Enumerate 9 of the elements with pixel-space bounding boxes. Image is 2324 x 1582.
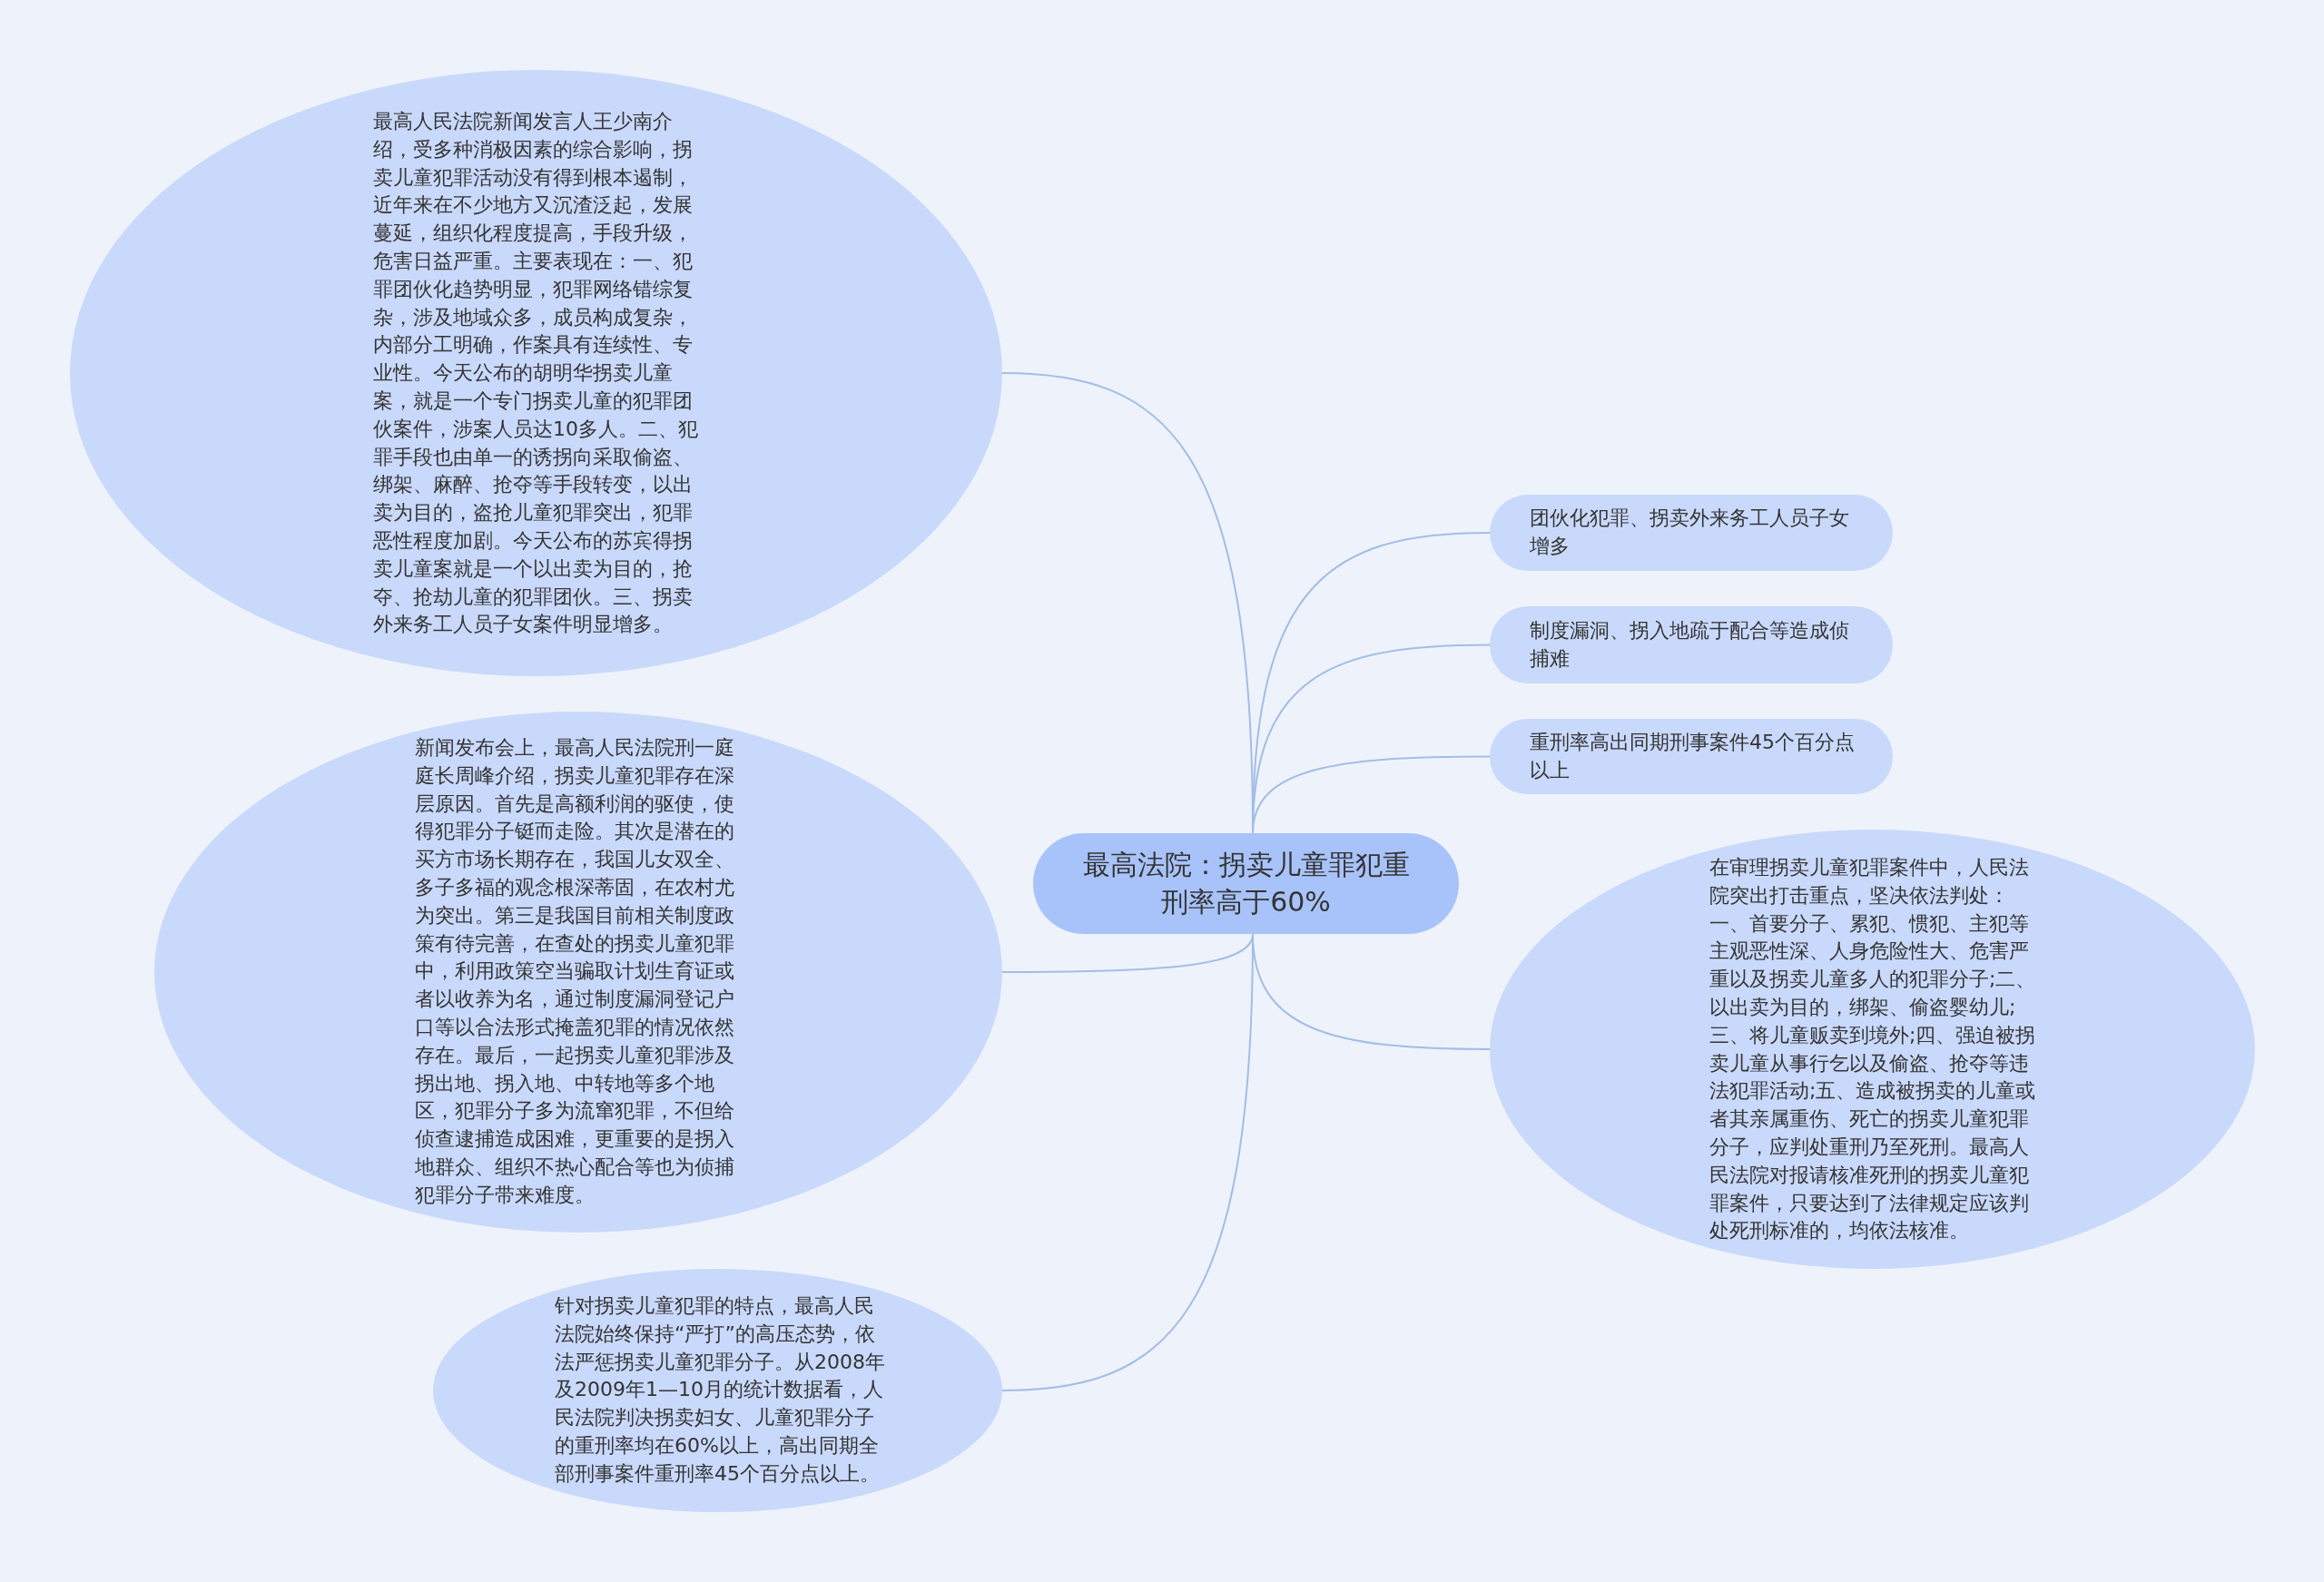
- ellipse-bubble: 在审理拐卖儿童犯罪案件中，人民法院突出打击重点，坚决依法判处：一、首要分子、累犯、惯犯、主犯等主观恶性深、人身危险性大、危害严重以及拐卖儿童多人的犯罪分子;二、以出卖为目的，绑架、偷盗婴幼儿;三、将儿童贩卖到境外;四、强迫被拐卖儿童从事行乞以及偷盗、抢夺等违法犯罪活动;五、造成被拐卖的儿童或者其亲属重伤、死亡的拐卖儿童犯罪分子，应判处重刑乃至死刑。最高人民法院对报请核准死刑的拐卖儿童犯罪案件，只要达到了法律规定应该判处死刑标准的，均依法核准。: [1490, 830, 2255, 1269]
- ellipse-bubble: 新闻发布会上，最高人民法院刑一庭庭长周峰介绍，拐卖儿童犯罪存在深层原因。首先是高额利润的驱使，使得犯罪分子铤而走险。其次是潜在的买方市场长期存在，我国儿女双全、多子多福的观念根深蒂固，在农村尤为突出。第三是我国目前相关制度政策有待完善，在查处的拐卖儿童犯罪中，利用政策空当骗取计划生育证或者以收养为名，通过制度漏洞登记户口等以合法形式掩盖犯罪的情况依然存在。最后，一起拐卖儿童犯罪涉及拐出地、拐入地、中转地等多个地区，犯罪分子多为流窜犯罪，不但给侦查逮捕造成困难，更重要的是拐入地群众、组织不热心配合等也为侦捕犯罪分子带来难度。: [154, 712, 1002, 1233]
- central-topic-box: 最高法院：拐卖儿童罪犯重刑率高于60%: [1033, 833, 1459, 934]
- connector-line: [1252, 755, 1491, 834]
- topic-pill: 制度漏洞、拐入地疏于配合等造成侦捕难: [1490, 606, 1893, 683]
- ellipse-bubble: 针对拐卖儿童犯罪的特点，最高人民法院始终保持“严打”的高压态势，依法严惩拐卖儿童犯罪分子。从2008年及2009年1—10月的统计数据看，人民法院判决拐卖妇女、儿童犯罪分子的重刑率均在60%以上，高出同期全部刑事案件重刑率45个百分点以上。: [433, 1269, 1002, 1512]
- ellipse-bubble: 最高人民法院新闻发言人王少南介绍，受多种消极因素的综合影响，拐卖儿童犯罪活动没有得到根本遏制，近年来在不少地方又沉渣泛起，发展蔓延，组织化程度提高，手段升级，危害日益严重。主要表现在：一、犯罪团伙化趋势明显，犯罪网络错综复杂，涉及地域众多，成员构成复杂，内部分工明确，作案具有连续性、专业性。今天公布的胡明华拐卖儿童案，就是一个专门拐卖儿童的犯罪团伙案件，涉案人员达10多人。二、犯罪手段也由单一的诱拐向采取偷盗、绑架、麻醉、抢夺等手段转变，以出卖为目的，盗抢儿童犯罪突出，犯罪恶性程度加剧。今天公布的苏宾得拐卖儿童案就是一个以出卖为目的，抢夺、抢劫儿童的犯罪团伙。三、拐卖外来务工人员子女案件明显增多。: [70, 70, 1002, 676]
- topic-pill: 重刑率高出同期刑事案件45个百分点以上: [1490, 719, 1893, 794]
- topic-pill: 团伙化犯罪、拐卖外来务工人员子女增多: [1490, 495, 1893, 571]
